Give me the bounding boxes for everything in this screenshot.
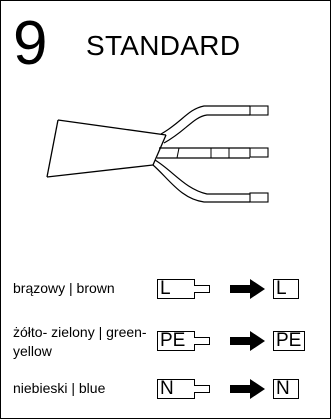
right-arrow-icon [230, 279, 265, 299]
card-title: STANDARD [86, 30, 241, 61]
right-arrow-icon [230, 379, 265, 399]
target-terminal: PE [273, 331, 305, 351]
source-terminal: PE [157, 331, 195, 351]
wire-color-label: żółto- zielony | green-yellow [13, 324, 147, 359]
terminal-pin [194, 385, 210, 393]
terminal-pin [194, 337, 210, 345]
wire-color-label: niebieski | blue [13, 380, 106, 396]
right-arrow-icon [230, 331, 265, 351]
wire-color-label: brązowy | brown [13, 280, 115, 296]
source-terminal: N [157, 379, 195, 399]
target-terminal: N [273, 379, 299, 399]
source-terminal: L [157, 279, 195, 299]
target-terminal: L [273, 279, 299, 299]
terminal-pin [194, 285, 210, 293]
three-core-cable-icon [46, 105, 269, 203]
step-number: 9 [13, 9, 48, 78]
